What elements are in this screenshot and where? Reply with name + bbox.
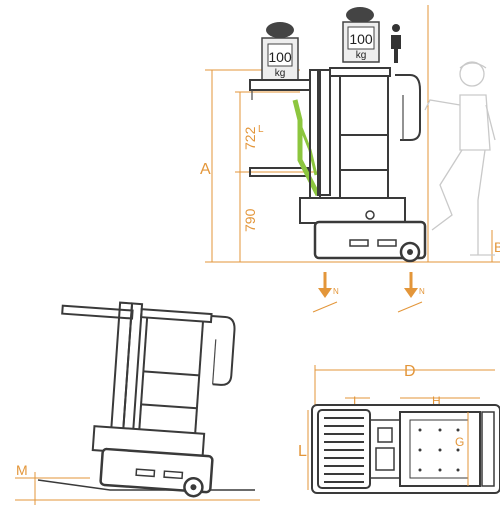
- label-l: L: [298, 443, 307, 460]
- weight-left-value: 100: [268, 49, 292, 65]
- cage-top-rail: [329, 67, 391, 77]
- label-m: M: [16, 462, 28, 478]
- platform-floor: [399, 411, 481, 487]
- tilted-mast: [109, 301, 134, 445]
- green-lift-arm: [292, 99, 321, 197]
- plan-view: D I H L G: [298, 363, 500, 494]
- arrow-down-icon-right: N: [397, 272, 425, 313]
- tilted-platform: [61, 304, 134, 320]
- label-i: I: [353, 394, 356, 408]
- weight-icon-left: 100 kg: [261, 22, 299, 81]
- weight-left-unit: kg: [275, 68, 286, 79]
- side-elevation-view: A B 722 L 790 100 kg 100 kg: [200, 5, 500, 313]
- arrow-down-icon-left: N: [312, 272, 339, 313]
- label-d: D: [404, 363, 416, 380]
- weight-right-unit: kg: [356, 50, 367, 61]
- label-b: B: [494, 239, 500, 255]
- weight-icon-right: 100 kg: [342, 7, 380, 63]
- label-722-unit: L: [258, 124, 264, 135]
- upper-platform: [249, 79, 311, 91]
- label-n-left: N: [333, 287, 339, 296]
- tilted-ramp-view: M: [15, 301, 260, 505]
- weight-right-value: 100: [349, 31, 373, 47]
- tilted-chassis: [99, 447, 214, 494]
- operator-figure: [424, 61, 496, 256]
- person-icon: [391, 24, 401, 63]
- label-n-right: N: [419, 287, 425, 296]
- label-722: 722: [242, 126, 258, 150]
- label-790: 790: [242, 208, 258, 232]
- chassis-base: [313, 220, 427, 260]
- label-a: A: [200, 161, 211, 178]
- cage-side-rail: [395, 74, 421, 141]
- label-h: H: [432, 394, 441, 408]
- label-g: G: [455, 435, 464, 449]
- chassis-upper: [299, 197, 406, 224]
